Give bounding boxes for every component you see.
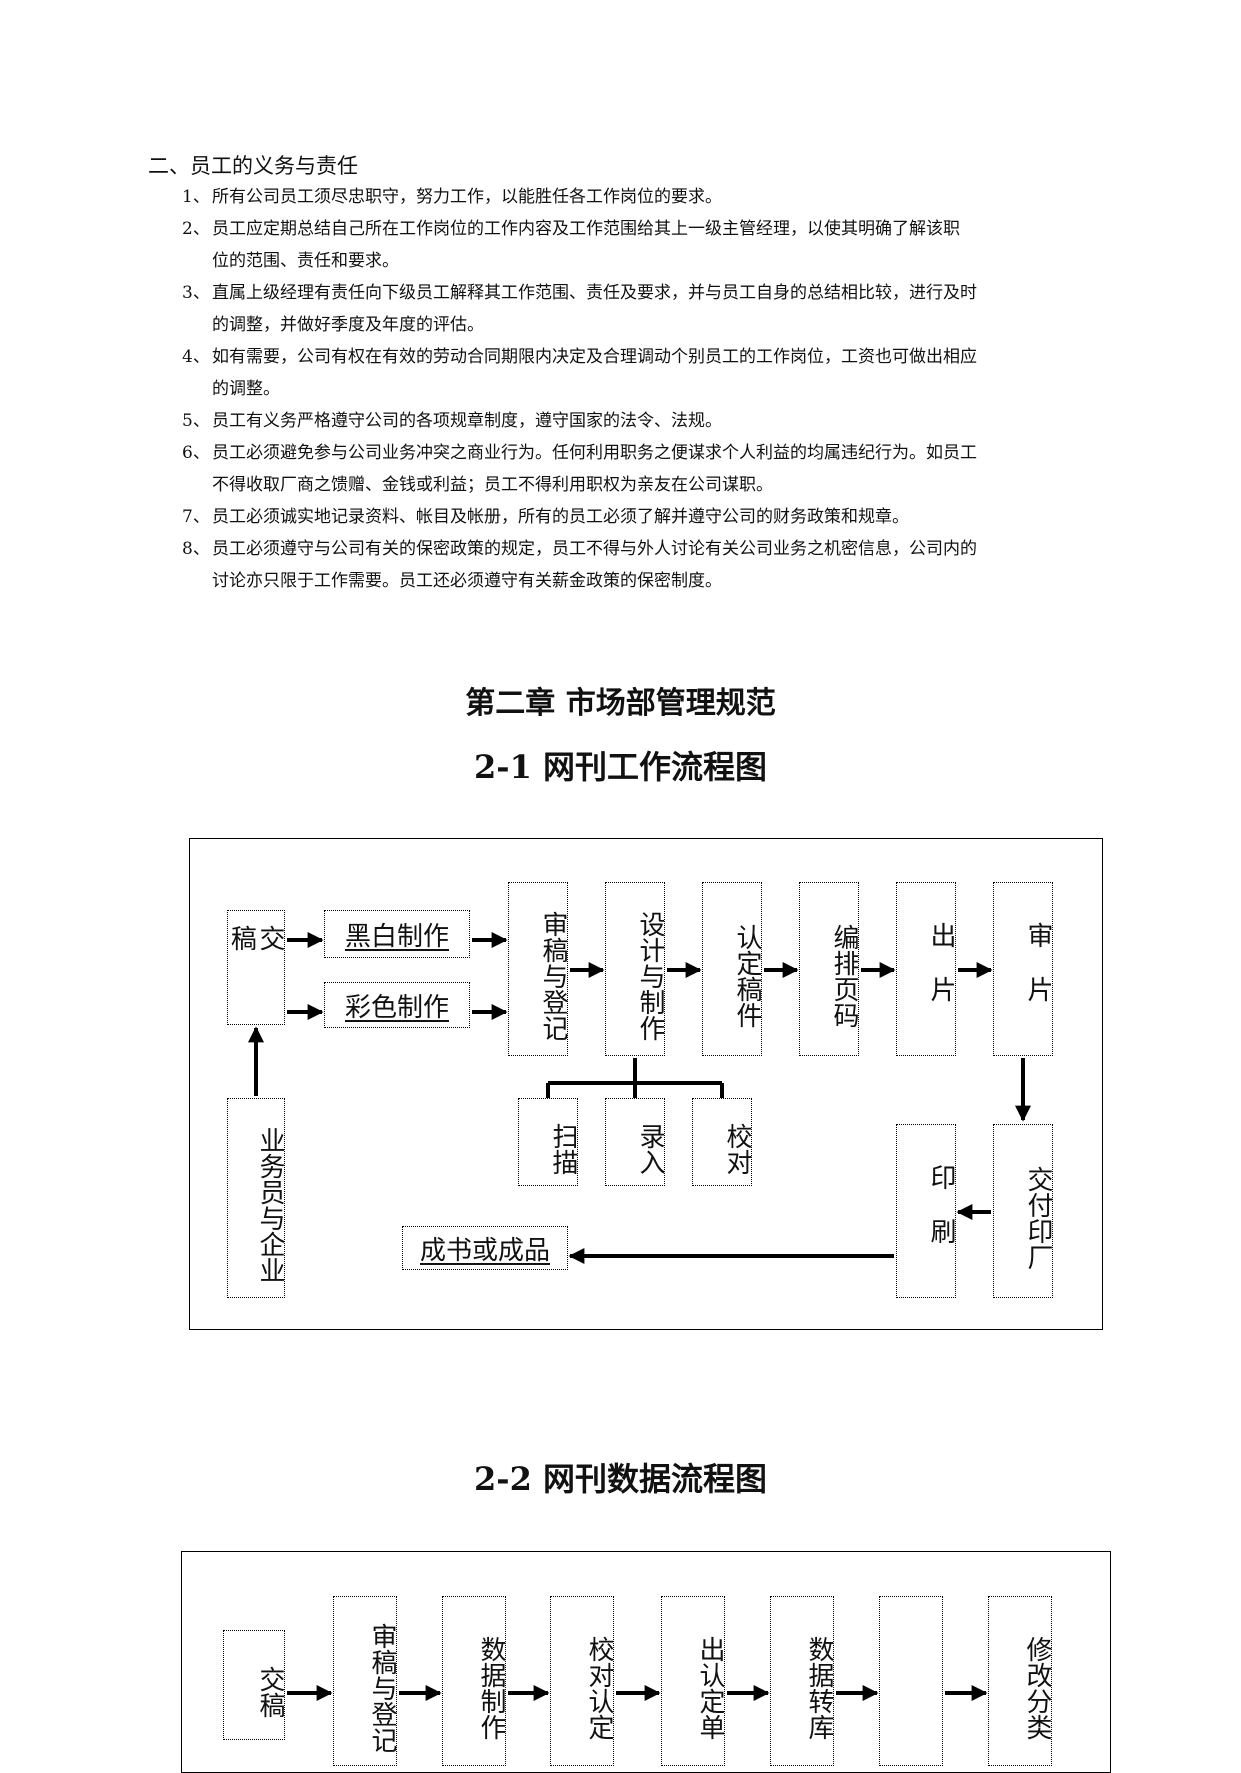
flow1-node-print: 印刷 — [896, 1124, 956, 1298]
flow1-node-design: 设计与制作 — [605, 882, 665, 1056]
flow2-node-modify: 修改分类 — [988, 1596, 1052, 1766]
chapter-title: 第二章 市场部管理规范 — [465, 686, 776, 721]
flow2-title: 2-2 网刊数据流程图 — [474, 1460, 767, 1498]
clause-6: 6、员工必须避免参与公司业务冲突之商业行为。任何利用职务之便谋求个人利益的均属违… — [182, 443, 977, 495]
flow1-title: 2-1 网刊工作流程图 — [474, 748, 767, 786]
flow2-node-datamake: 数据制作 — [442, 1596, 506, 1766]
flow1-node-color: 彩色制作 — [324, 982, 470, 1028]
clause-1: 1、所有公司员工须尽忠职守，努力工作，以能胜任各工作岗位的要求。 — [182, 187, 722, 207]
flow2-node-review: 审稿与登记 — [333, 1596, 397, 1766]
clause-8: 8、员工必须遵守与公司有关的保密政策的规定，员工不得与外人讨论有关公司业务之机密… — [182, 539, 977, 591]
flow1-node-bw: 黑白制作 — [324, 910, 470, 958]
flow1-node-confirm: 认定稿件 — [702, 882, 762, 1056]
flow1-node-deliver: 交付印厂 — [993, 1124, 1053, 1298]
flow1-node-product: 成书或成品 — [402, 1226, 568, 1270]
flow2-node-transfer: 数据转库 — [770, 1596, 834, 1766]
clause-3: 3、直属上级经理有责任向下级员工解释其工作范围、责任及要求，并与员工自身的总结相… — [182, 283, 977, 335]
clause-5: 5、员工有义务严格遵守公司的各项规章制度，遵守国家的法令、法规。 — [182, 411, 722, 431]
flow1-node-scan: 扫描 — [518, 1098, 578, 1186]
flow1-node-film: 出片 — [896, 882, 956, 1056]
flow1-node-input: 录入 — [605, 1098, 665, 1186]
flow1-node-submit: 交稿 — [226, 910, 285, 1025]
clause-2: 2、员工应定期总结自己所在工作岗位的工作内容及工作范围给其上一级主管经理，以使其… — [182, 219, 960, 271]
clause-7: 7、员工必须诚实地记录资料、帐目及帐册，所有的员工必须了解并遵守公司的财务政策和… — [182, 507, 909, 527]
flow2-node-blank — [879, 1596, 943, 1766]
flow2-node-submit: 交稿 — [223, 1630, 285, 1740]
clause-4: 4、如有需要，公司有权在有效的劳动合同期限内决定及合理调动个别员工的工作岗位，工… — [182, 347, 977, 399]
flow1-node-filmcheck: 审片 — [993, 882, 1053, 1056]
section-heading: 二、员工的义务与责任 — [148, 154, 358, 178]
flow1-node-proof: 校对 — [692, 1098, 752, 1186]
flow1-node-paging: 编排页码 — [799, 882, 859, 1056]
flow1-node-review: 审稿与登记 — [508, 882, 568, 1056]
flow1-node-sales: 业务员与企业 — [227, 1098, 285, 1298]
flow2-node-proofconfirm: 校对认定 — [550, 1596, 614, 1766]
flow2-node-confirmsheet: 出认定单 — [661, 1596, 725, 1766]
